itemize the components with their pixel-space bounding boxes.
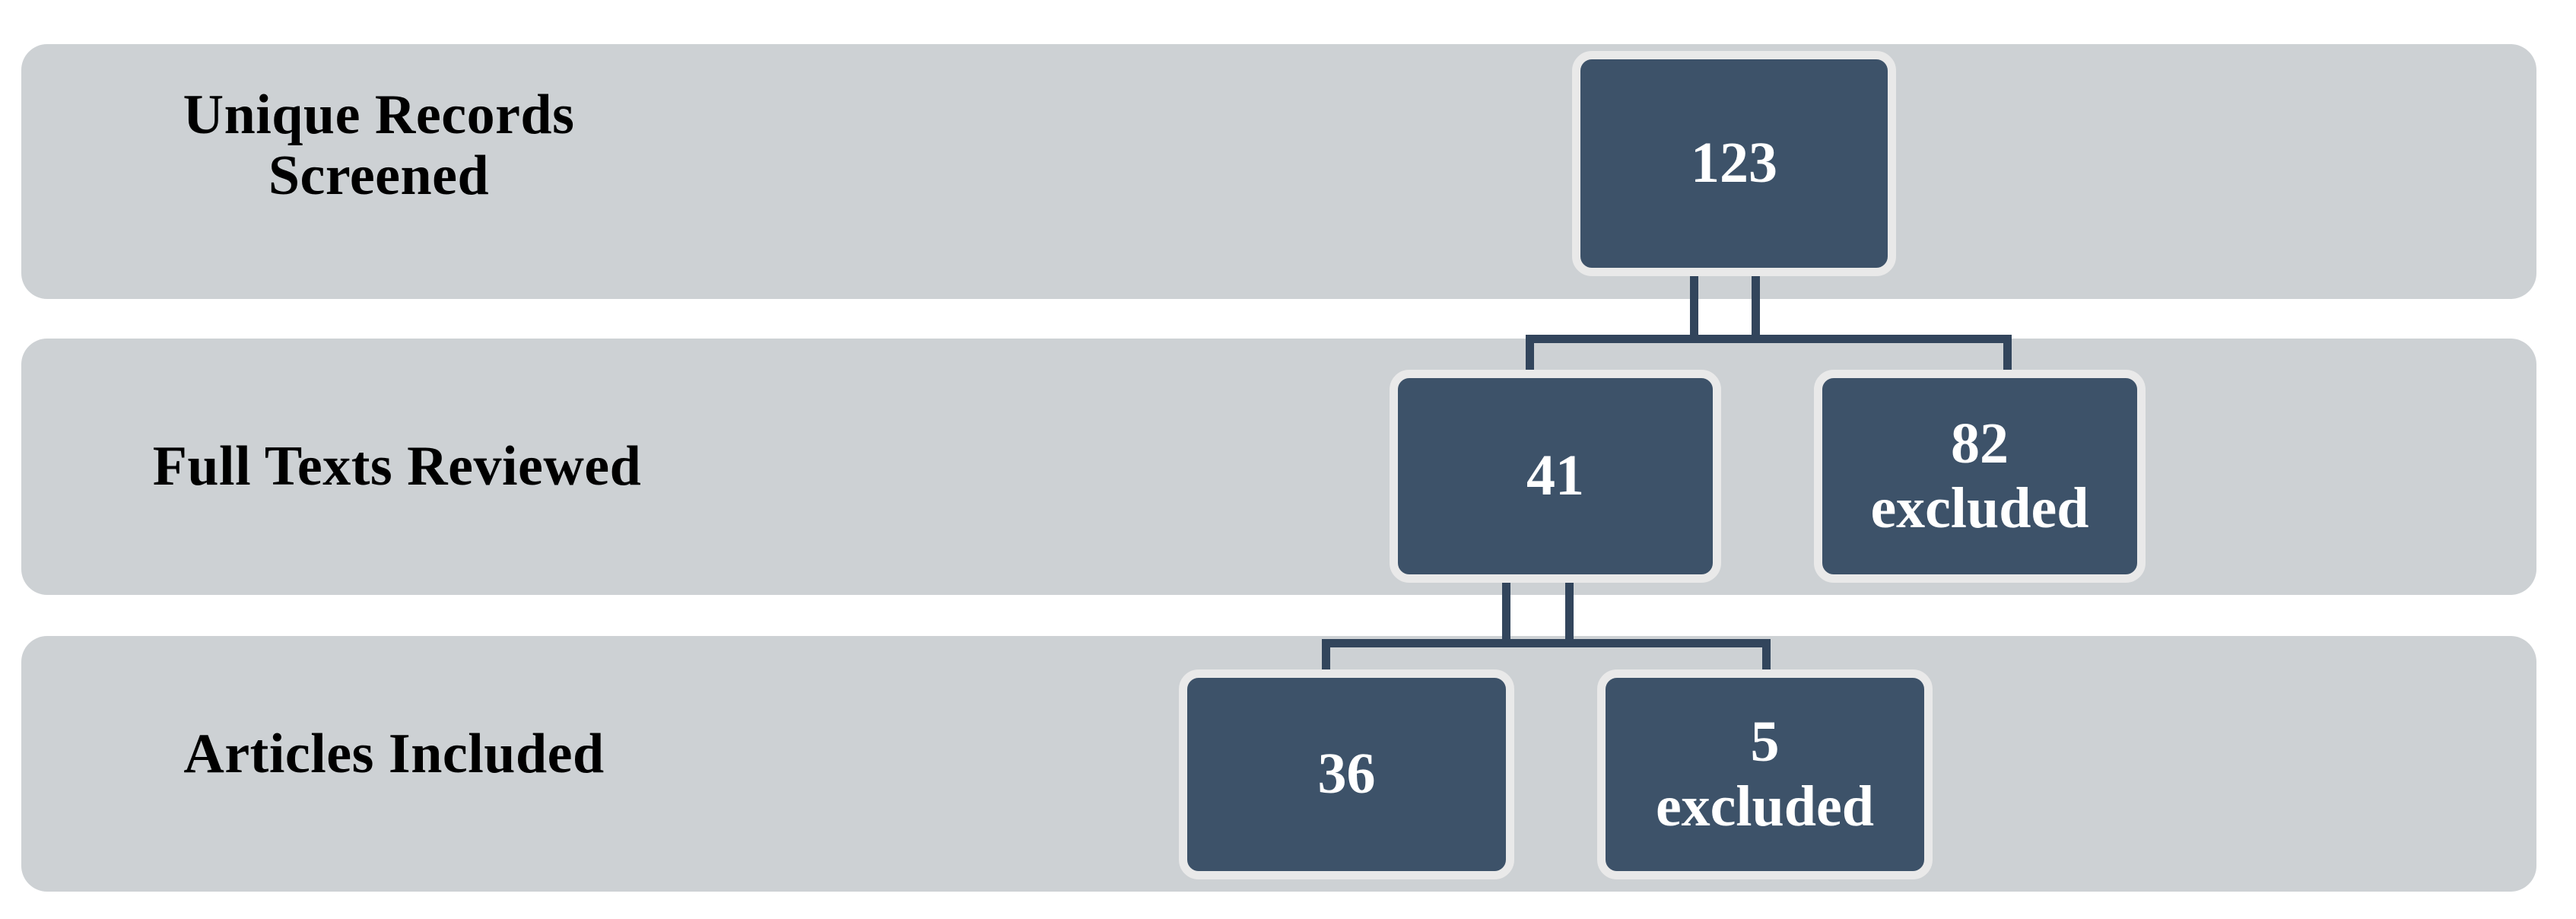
node-records-screened[interactable]: 123 bbox=[1572, 51, 1896, 276]
connector-bus-full-texts bbox=[1322, 639, 1771, 647]
connector-drop-articles-excluded bbox=[1762, 639, 1771, 671]
connector-stem-left-full-texts bbox=[1502, 583, 1510, 644]
connector-drop-full-texts-kept bbox=[1526, 335, 1534, 371]
connector-stem-left-screened bbox=[1690, 276, 1698, 340]
connector-drop-full-texts-excluded bbox=[2003, 335, 2012, 371]
stage-label-included: Articles Included bbox=[183, 723, 605, 785]
node-full-texts-kept[interactable]: 41 bbox=[1390, 370, 1721, 583]
stage-label-screened: Unique Records Screened bbox=[183, 84, 575, 207]
stage-band-screened bbox=[21, 44, 2536, 299]
node-full-texts-excluded[interactable]: 82 excluded bbox=[1814, 370, 2146, 583]
node-articles-excluded[interactable]: 5 excluded bbox=[1597, 669, 1933, 879]
stage-label-full-texts: Full Texts Reviewed bbox=[152, 435, 642, 498]
connector-stem-right-full-texts bbox=[1565, 583, 1574, 644]
connector-drop-articles-kept bbox=[1322, 639, 1330, 671]
connector-bus-screened bbox=[1526, 335, 2012, 343]
node-articles-kept[interactable]: 36 bbox=[1179, 669, 1514, 879]
connector-stem-right-screened bbox=[1752, 276, 1760, 340]
